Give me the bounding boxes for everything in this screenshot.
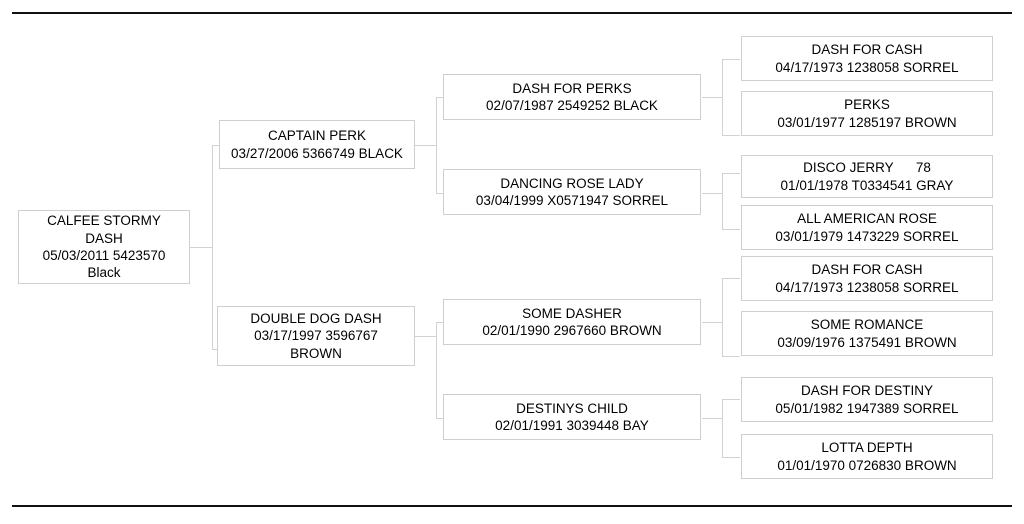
node-name-line: CAPTAIN PERK [267, 128, 367, 144]
connector-dam-dam-stem [702, 418, 722, 419]
node-detail-line: 05/03/2011 5423570 [42, 248, 166, 263]
node-detail-line: 03/04/1999 X0571947 SORREL [475, 193, 669, 208]
connector-sire-sire-spine [722, 59, 723, 135]
node-detail-line: 03/17/1997 3596767 [254, 328, 378, 344]
node-detail-line: 01/01/1970 0726830 BROWN [777, 457, 957, 473]
connector-to-g3-7 [722, 399, 740, 400]
connector-to-g3-6 [722, 356, 740, 357]
pedigree-node-g3-1[interactable]: DASH FOR CASH 04/17/1973 1238058 SORREL [741, 36, 993, 81]
connector-subject-stem [190, 247, 212, 248]
node-name-line-1: CALFEE STORMY [47, 213, 161, 229]
connector-dam-dam-spine [722, 399, 723, 457]
node-name-line: DANCING ROSE LADY [500, 175, 644, 191]
node-name-line: DESTINYS CHILD [516, 400, 628, 416]
connector-to-g3-4 [722, 229, 740, 230]
node-detail-line: 02/01/1991 3039448 BAY [495, 418, 649, 433]
node-detail-line: 02/01/1990 2967660 BROWN [482, 323, 662, 338]
node-detail-line: 02/07/1987 2549252 BLACK [486, 98, 658, 113]
connector-to-dam [212, 349, 220, 350]
node-name-line: SOME DASHER [522, 305, 622, 321]
connector-to-dam-dam [436, 418, 444, 419]
node-name-line: DASH FOR CASH [811, 42, 923, 58]
connector-sire-stem [414, 145, 436, 146]
connector-gen1-spine [212, 145, 213, 349]
node-detail-line: 04/17/1973 1238058 SORREL [775, 279, 959, 295]
pedigree-node-g3-3[interactable]: DISCO JERRY 78 01/01/1978 T0334541 GRAY [741, 155, 993, 198]
connector-to-g3-8 [722, 457, 740, 458]
node-name-line: DASH FOR DESTINY [800, 383, 933, 399]
top-divider-rule [12, 12, 1012, 14]
node-name-line: SOME ROMANCE [810, 317, 924, 333]
connector-sire-dam-spine [722, 173, 723, 229]
node-detail-line: 05/01/1982 1947389 SORREL [775, 400, 959, 416]
connector-sire-children-spine [436, 97, 437, 193]
connector-to-g3-3 [722, 173, 740, 174]
pedigree-node-g3-6[interactable]: SOME ROMANCE 03/09/1976 1375491 BROWN [741, 311, 993, 356]
connector-sire-dam-stem [702, 193, 722, 194]
connector-to-sire [212, 145, 220, 146]
connector-to-sire-sire [436, 97, 444, 98]
pedigree-node-sire[interactable]: CAPTAIN PERK 03/27/2006 5366749 BLACK [219, 120, 415, 169]
node-name-line: PERKS [844, 97, 890, 113]
pedigree-node-g3-4[interactable]: ALL AMERICAN ROSE 03/01/1979 1473229 SOR… [741, 205, 993, 250]
connector-dam-sire-spine [722, 278, 723, 356]
pedigree-node-dam-dam[interactable]: DESTINYS CHILD 02/01/1991 3039448 BAY [443, 394, 701, 440]
node-color-line: BROWN [290, 345, 342, 361]
node-name-line: DASH FOR PERKS [512, 80, 632, 96]
connector-to-g3-2 [722, 135, 740, 136]
pedigree-node-g3-5[interactable]: DASH FOR CASH 04/17/1973 1238058 SORREL [741, 256, 993, 301]
node-detail-line: 03/01/1977 1285197 BROWN [777, 114, 957, 130]
node-detail-line: 01/01/1978 T0334541 GRAY [780, 177, 954, 193]
node-name-line-2: DASH [85, 230, 123, 246]
connector-to-sire-dam [436, 193, 444, 194]
node-name-line: ALL AMERICAN ROSE [797, 211, 937, 227]
node-detail-line: 03/27/2006 5366749 BLACK [231, 145, 403, 161]
bottom-divider-rule [12, 505, 1012, 507]
pedigree-node-subject[interactable]: CALFEE STORMY DASH 05/03/2011 5423570 Bl… [18, 210, 190, 284]
node-detail-line: 03/01/1979 1473229 SORREL [775, 228, 959, 244]
node-name-line: LOTTA DEPTH [821, 440, 913, 456]
pedigree-node-sire-dam[interactable]: DANCING ROSE LADY 03/04/1999 X0571947 SO… [443, 169, 701, 215]
node-name-line: DASH FOR CASH [811, 262, 923, 278]
connector-dam-stem [414, 336, 436, 337]
pedigree-node-g3-2[interactable]: PERKS 03/01/1977 1285197 BROWN [741, 91, 993, 136]
pedigree-node-sire-sire[interactable]: DASH FOR PERKS 02/07/1987 2549252 BLACK [443, 74, 701, 120]
node-detail-line: 03/09/1976 1375491 BROWN [777, 334, 957, 350]
pedigree-node-dam-sire[interactable]: SOME DASHER 02/01/1990 2967660 BROWN [443, 299, 701, 345]
connector-dam-children-spine [436, 322, 437, 418]
pedigree-node-dam[interactable]: DOUBLE DOG DASH 03/17/1997 3596767 BROWN [217, 306, 415, 366]
connector-to-g3-5 [722, 278, 740, 279]
pedigree-node-g3-7[interactable]: DASH FOR DESTINY 05/01/1982 1947389 SORR… [741, 377, 993, 422]
connector-to-g3-1 [722, 59, 740, 60]
node-color-line: Black [87, 265, 121, 281]
node-name-line: DOUBLE DOG DASH [250, 311, 382, 327]
node-name-line: DISCO JERRY 78 [803, 160, 931, 176]
connector-sire-sire-stem [702, 97, 722, 98]
pedigree-node-g3-8[interactable]: LOTTA DEPTH 01/01/1970 0726830 BROWN [741, 434, 993, 479]
node-detail-line: 04/17/1973 1238058 SORREL [775, 59, 959, 75]
connector-to-dam-sire [436, 322, 444, 323]
connector-dam-sire-stem [702, 322, 722, 323]
